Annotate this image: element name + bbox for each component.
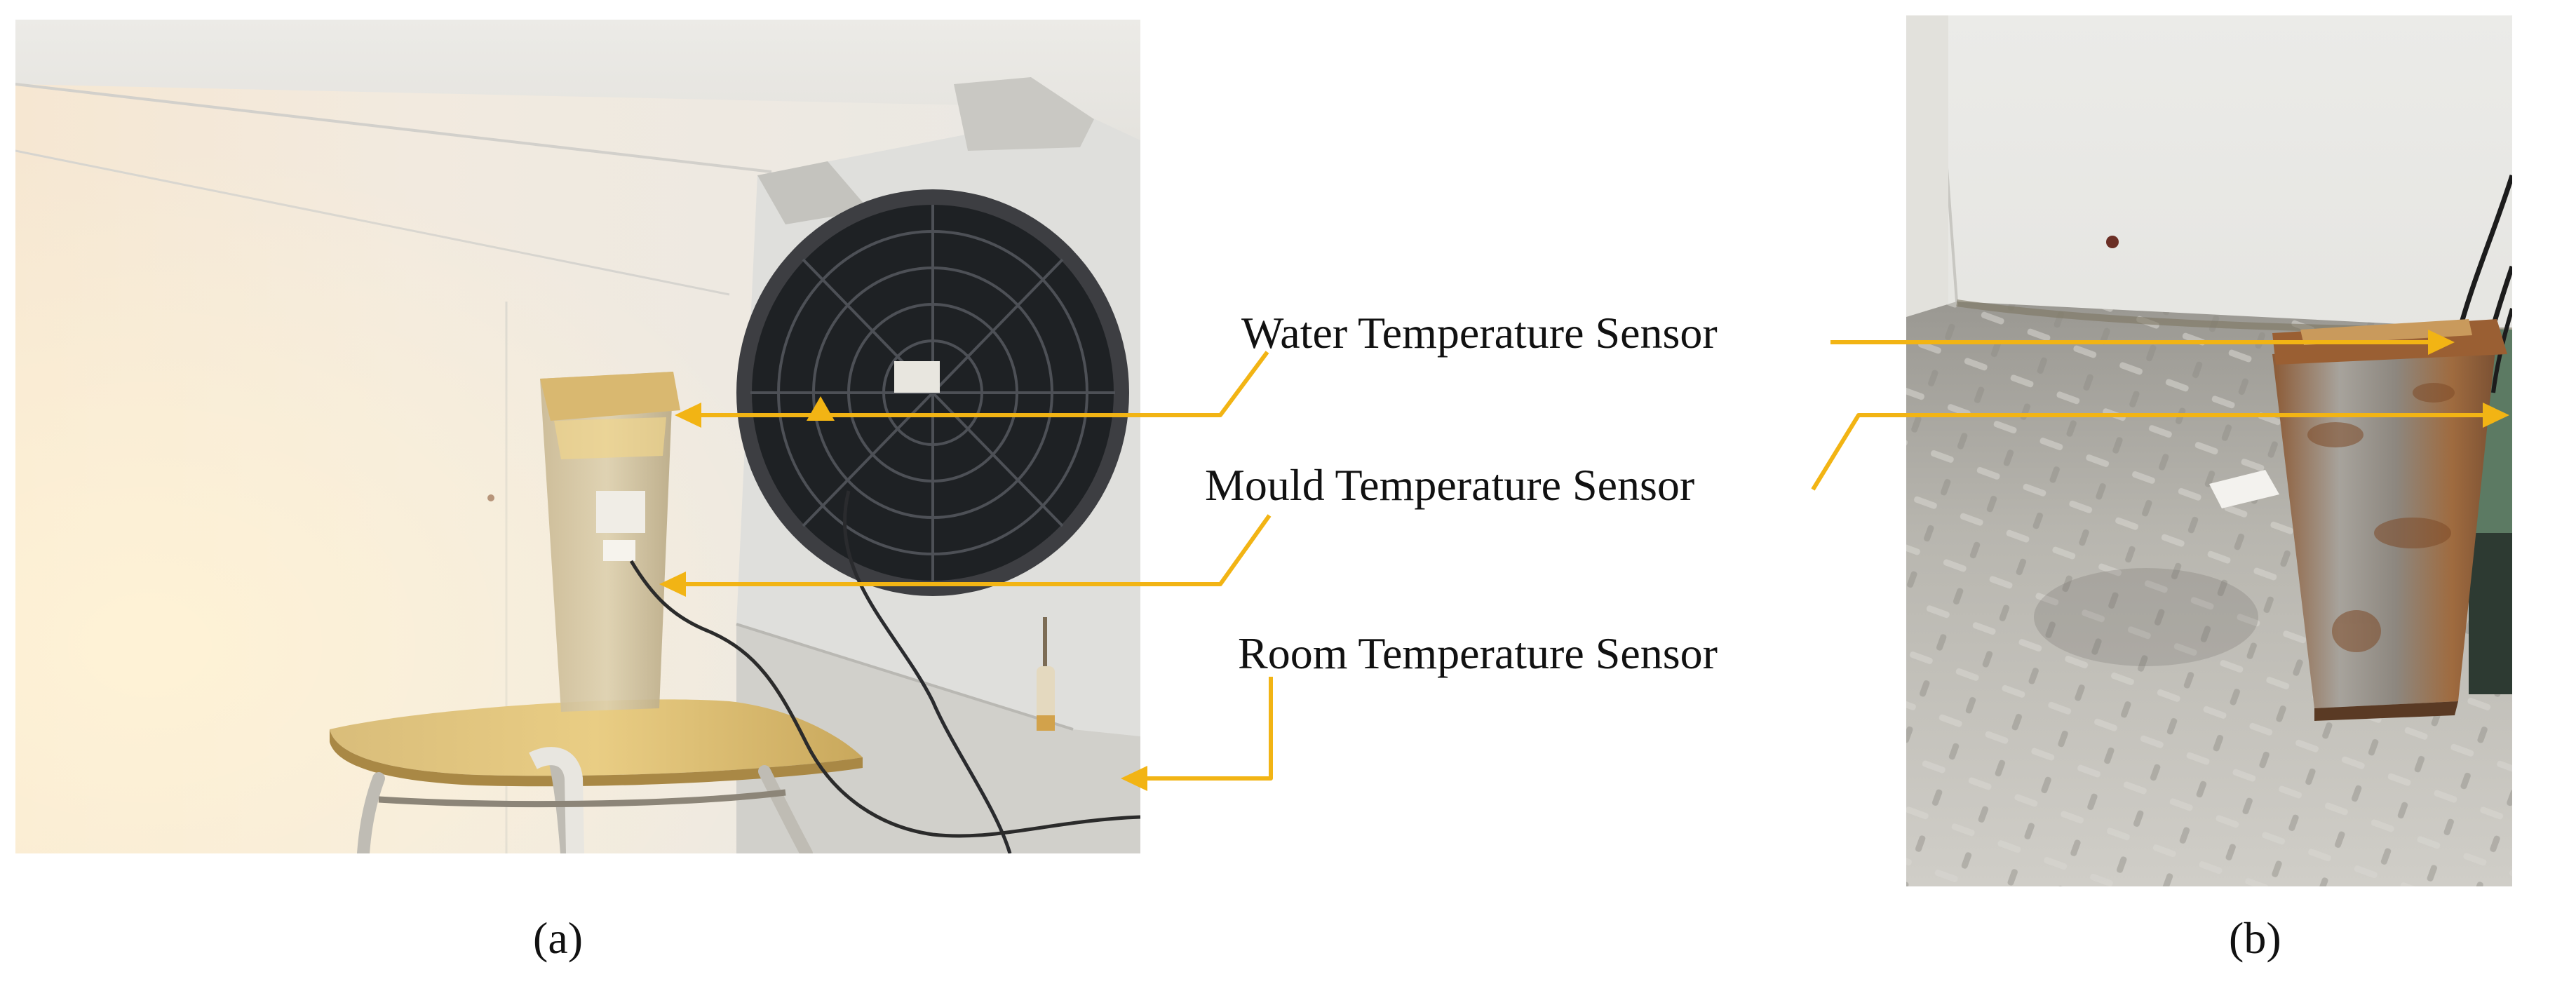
mould-sensor-arrow-a — [680, 514, 1272, 586]
room-sensor-arrowhead-a — [1121, 766, 1147, 791]
caption-a: (a) — [533, 913, 584, 963]
water-temperature-sensor-label: Water Temperature Sensor — [1241, 308, 1718, 358]
water-sensor-arrowhead-a — [675, 403, 701, 428]
annotation-arrows — [659, 330, 2509, 791]
room-temperature-sensor-label: Room Temperature Sensor — [1238, 628, 1718, 678]
water-sensor-arrowhead-b — [2428, 330, 2455, 355]
mould-temperature-sensor-label: Mould Temperature Sensor — [1205, 460, 1695, 510]
water-sensor-arrow-a — [694, 351, 1269, 417]
mould-sensor-arrow-b — [1811, 413, 2490, 491]
photo-b — [1906, 15, 2512, 886]
caption-b: (b) — [2229, 913, 2281, 963]
photo-a — [15, 20, 1140, 853]
mould-sensor-arrowhead-a — [659, 572, 686, 597]
mould-sensor-arrowhead-b — [2483, 403, 2509, 428]
room-sensor-arrow-a — [1142, 677, 1273, 781]
